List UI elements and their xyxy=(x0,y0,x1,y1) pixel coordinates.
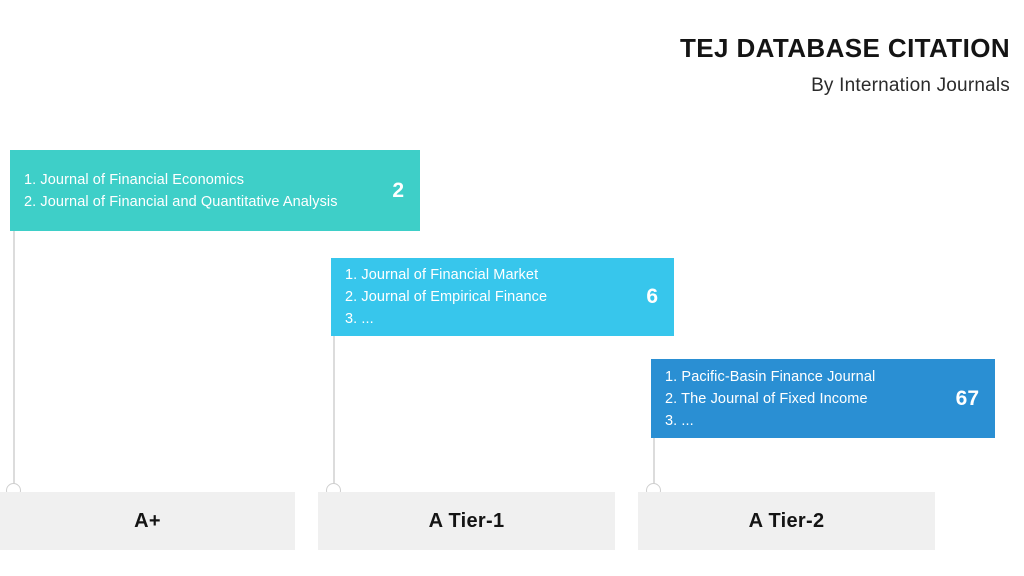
list-item: 3. ... xyxy=(345,311,374,327)
list-item: 2. Journal of Empirical Finance xyxy=(345,289,548,305)
tier-bar-a-tier-1[interactable]: A Tier-1 xyxy=(318,492,615,550)
tier-label-a-tier-1: A Tier-1 xyxy=(428,509,505,532)
list-item: 1. Pacific-Basin Finance Journal xyxy=(665,368,876,385)
journal-card-a-tier-1[interactable]: 1. Journal of Financial Market 2. Journa… xyxy=(331,258,674,336)
list-item: 1. Journal of Financial Market xyxy=(345,267,539,283)
journal-list-a-plus: 1. Journal of Financial Economics 2. Jou… xyxy=(24,169,378,213)
connector-line-a-tier-1 xyxy=(333,336,335,485)
tier-label-a-tier-2: A Tier-2 xyxy=(748,509,825,532)
tier-label-a-plus: A+ xyxy=(134,509,161,532)
citation-count-a-plus: 2 xyxy=(392,178,404,202)
citation-count-a-tier-2: 67 xyxy=(955,386,979,410)
list-item: 2. Journal of Financial and Quantitative… xyxy=(24,193,338,210)
header: TEJ DATABASE CITATION By Internation Jou… xyxy=(680,34,1010,97)
tier-bar-a-tier-2[interactable]: A Tier-2 xyxy=(638,492,935,550)
connector-line-a-plus xyxy=(13,231,15,485)
page-title: TEJ DATABASE CITATION xyxy=(679,33,1010,63)
journal-card-a-plus[interactable]: 1. Journal of Financial Economics 2. Jou… xyxy=(10,150,420,231)
tier-bar-a-plus[interactable]: A+ xyxy=(0,492,295,550)
list-item: 1. Journal of Financial Economics xyxy=(24,171,245,188)
journal-card-a-tier-2[interactable]: 1. Pacific-Basin Finance Journal 2. The … xyxy=(651,359,995,438)
citation-count-a-tier-1: 6 xyxy=(646,285,658,308)
list-item: 3. ... xyxy=(665,412,694,429)
journal-list-a-tier-1: 1. Journal of Financial Market 2. Journa… xyxy=(345,264,632,330)
connector-line-a-tier-2 xyxy=(653,438,655,485)
journal-list-a-tier-2: 1. Pacific-Basin Finance Journal 2. The … xyxy=(665,366,942,432)
list-item: 2. The Journal of Fixed Income xyxy=(665,390,868,407)
page-subtitle: By Internation Journals xyxy=(811,74,1010,96)
